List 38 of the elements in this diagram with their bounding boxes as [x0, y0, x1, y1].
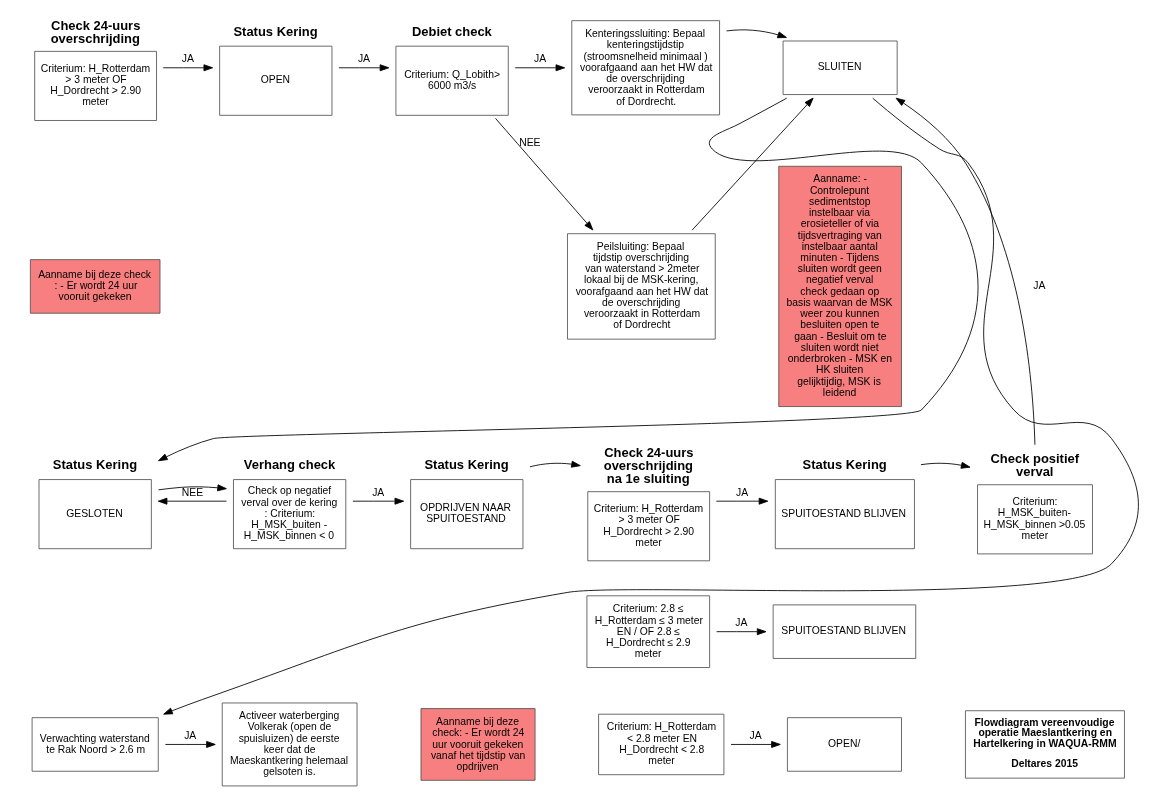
- arrow: [920, 461, 970, 469]
- arrow: [338, 64, 389, 72]
- node-label: Status Kering: [232, 23, 318, 39]
- arrow: [691, 97, 814, 231]
- arrow: [162, 64, 213, 72]
- arrow: [725, 29, 787, 39]
- arrow: [164, 741, 216, 748]
- edge-label: JA: [181, 53, 194, 65]
- edge-label: JA: [749, 729, 762, 741]
- edge-label: NEE: [181, 486, 203, 498]
- node-label: Check positief verval: [990, 451, 1079, 480]
- edge-label: JA: [734, 617, 747, 629]
- edge-label: JA: [1032, 280, 1045, 292]
- arrow: [528, 460, 581, 468]
- arrow: [162, 97, 1139, 715]
- arrow: [157, 484, 227, 492]
- edge-label: JA: [533, 53, 546, 65]
- node-label: Status Kering: [802, 457, 887, 473]
- edge-label: JA: [357, 53, 370, 65]
- node-label: Debiet check: [411, 23, 492, 39]
- node-label: Check 24-uurs overschrijding na 1e sluiting: [603, 445, 693, 487]
- arrow: [730, 741, 781, 748]
- node-label: Status Kering: [423, 457, 509, 473]
- node-label: Status Kering: [52, 457, 137, 473]
- arrow: [157, 97, 978, 462]
- arrow: [157, 497, 227, 505]
- arrow: [895, 97, 1035, 446]
- node-label: Check 24-uurs overschrijding: [50, 17, 140, 46]
- arrow: [351, 497, 404, 505]
- edge-label: JA: [183, 729, 196, 741]
- edge-label: NEE: [518, 137, 541, 149]
- edge-label: JA: [735, 486, 748, 498]
- arrow: [514, 64, 565, 72]
- edge-label: JA: [371, 486, 384, 498]
- arrow: [715, 628, 766, 636]
- node-label: Verhang check: [243, 457, 335, 473]
- arrow: [494, 117, 593, 231]
- arrow: [715, 497, 768, 505]
